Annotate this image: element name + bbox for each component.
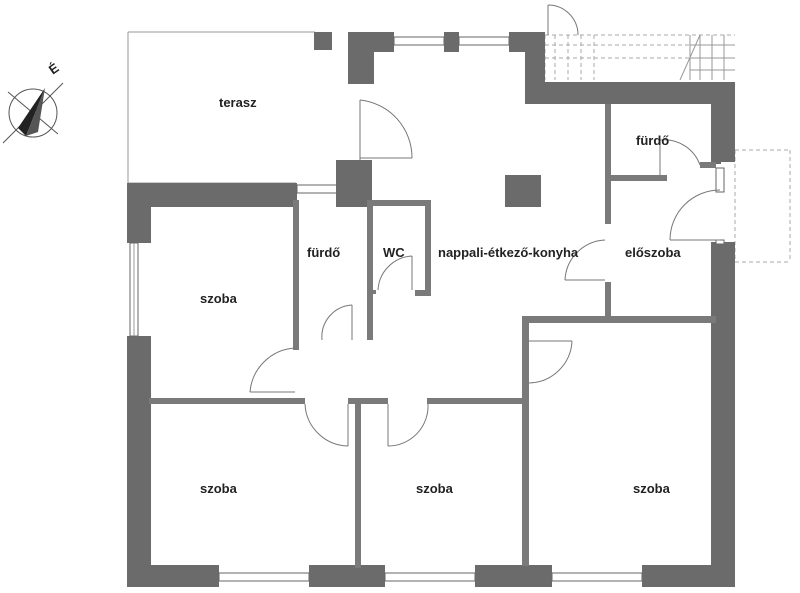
label-szoba-west: szoba	[200, 291, 238, 306]
label-wc: WC	[383, 245, 405, 260]
label-szoba-s: szoba	[416, 481, 454, 496]
compass-label: É	[46, 60, 62, 77]
label-terasz: terasz	[219, 95, 257, 110]
walls	[127, 32, 735, 587]
label-szoba-se: szoba	[633, 481, 671, 496]
entrance-steps	[734, 149, 791, 263]
doors	[249, 99, 721, 447]
label-szoba-sw: szoba	[200, 481, 238, 496]
label-furdo-right: fürdő	[636, 133, 669, 148]
north-arrow: É	[2, 60, 64, 144]
staircase	[544, 4, 735, 81]
label-eloszoba: előszoba	[625, 245, 681, 260]
label-nappali: nappali-étkező-konyha	[438, 245, 579, 260]
label-furdo-left: fürdő	[307, 245, 340, 260]
